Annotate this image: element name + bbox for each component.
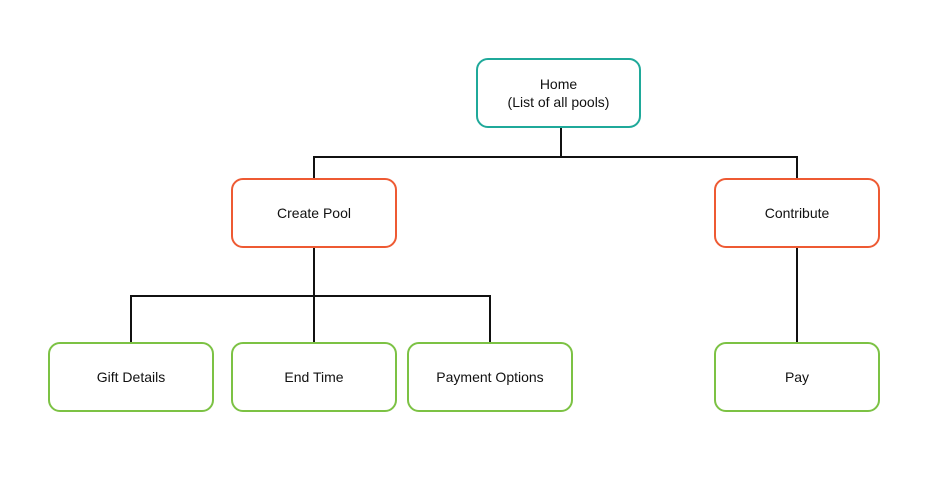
- node-create-pool-label: Create Pool: [277, 205, 351, 221]
- node-home: Home (List of all pools): [476, 58, 641, 128]
- node-create-pool: Create Pool: [231, 178, 397, 248]
- node-end-time-label: End Time: [284, 369, 344, 385]
- node-end-time: End Time: [231, 342, 397, 412]
- node-gift-details-label: Gift Details: [96, 369, 166, 385]
- node-payment-options-label: Payment Options: [436, 369, 544, 385]
- node-contribute: Contribute: [714, 178, 880, 248]
- node-payment-options: Payment Options: [407, 342, 573, 412]
- node-contribute-label: Contribute: [764, 205, 830, 221]
- node-pay-label: Pay: [784, 369, 810, 385]
- node-pay: Pay: [714, 342, 880, 412]
- node-home-subtitle: (List of all pools): [507, 94, 610, 110]
- node-home-title: Home: [539, 76, 578, 92]
- node-gift-details: Gift Details: [48, 342, 214, 412]
